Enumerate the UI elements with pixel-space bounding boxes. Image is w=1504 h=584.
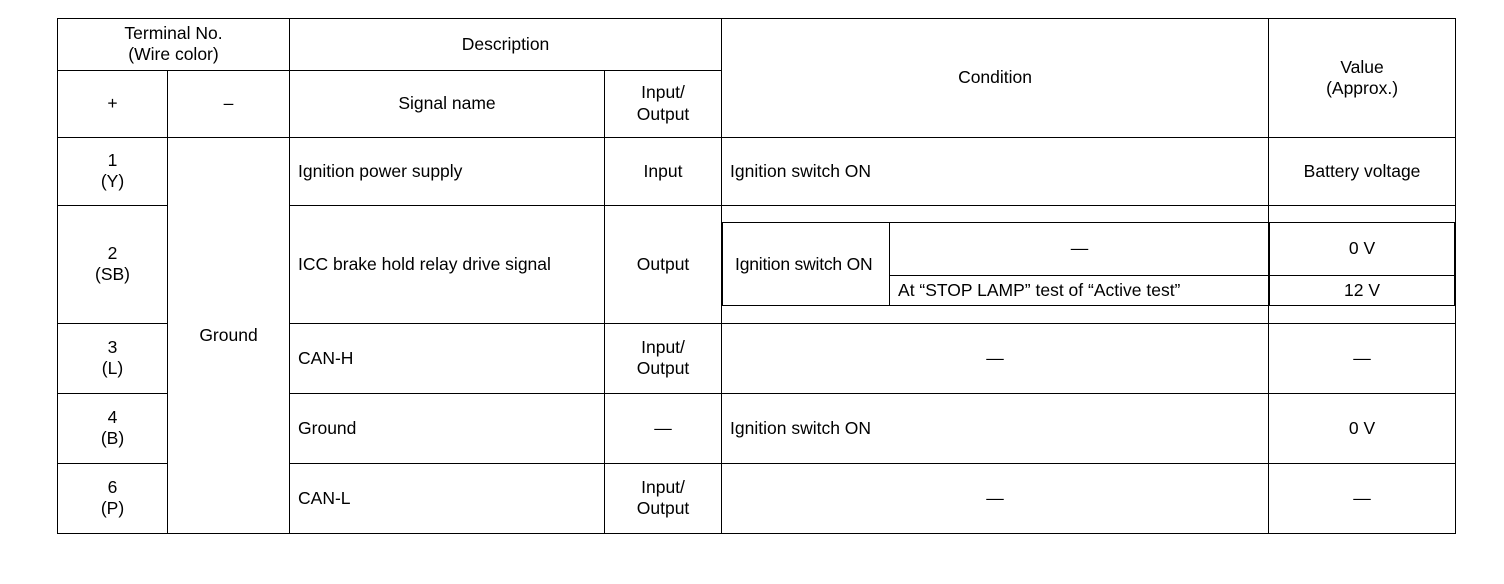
input-output-line1: Input/ <box>641 336 685 357</box>
input-output-line2: Output <box>636 358 690 379</box>
header-description: Description <box>289 18 723 71</box>
cell-input-output: Input/ Output <box>604 462 723 534</box>
value-subrow: 0 V <box>1269 222 1456 277</box>
cell-value-split: 0 V 12 V <box>1268 204 1457 324</box>
terminal-number: 1 <box>107 149 118 170</box>
terminal-wire-color: (P) <box>100 498 125 519</box>
cell-value-sub: 12 V <box>1269 275 1456 307</box>
input-output-line2: Output <box>636 498 690 519</box>
cell-condition-group: Ignition switch ON <box>722 222 891 307</box>
header-value-line2: (Approx.) <box>1326 77 1399 98</box>
value-subtable: 0 V 12 V <box>1269 222 1456 307</box>
header-value: Value (Approx.) <box>1268 18 1457 138</box>
table-row: 1 (Y) Ground Ignition power supply Input… <box>57 136 1457 534</box>
cell-condition-sub: — <box>889 222 1271 277</box>
header-terminal-no-line1: Terminal No. <box>124 23 223 43</box>
cell-input-output: Input <box>604 136 723 206</box>
table-row: 6 (P) CAN-L Input/ Output — — <box>57 462 1457 534</box>
cell-condition: — <box>721 462 1270 534</box>
header-input-output-line1: Input/ <box>641 82 685 103</box>
cell-input-output: Output <box>604 204 723 324</box>
header-signal-name: Signal name <box>289 69 606 138</box>
cell-signal-name: CAN-H <box>289 322 606 394</box>
cell-signal-name: ICC brake hold relay drive signal <box>289 204 606 324</box>
cell-condition-split: Ignition switch ON — At “STOP LAMP” test… <box>721 204 1271 324</box>
cell-terminal-no: 3 (L) <box>57 322 168 394</box>
cell-condition: Ignition switch ON <box>721 136 1270 206</box>
header-condition: Condition <box>721 18 1270 138</box>
terminal-number: 4 <box>107 406 118 427</box>
cell-condition: — <box>721 322 1270 394</box>
header-value-line1: Value <box>1340 56 1384 77</box>
input-output-line1: Input/ <box>641 476 685 497</box>
terminal-wire-color: (L) <box>101 358 124 379</box>
header-input-output: Input/ Output <box>604 69 723 138</box>
cell-terminal-no: 1 (Y) <box>57 136 168 206</box>
terminal-specification-table: Terminal No. (Wire color) Description Co… <box>56 18 1457 534</box>
cell-input-output: Input/ Output <box>604 322 723 394</box>
cell-value: Battery voltage <box>1268 136 1457 206</box>
header-terminal-no-line2: (Wire color) <box>128 44 219 65</box>
cell-condition: Ignition switch ON <box>721 392 1270 464</box>
terminal-wire-color: (B) <box>100 428 125 449</box>
condition-subrow: At “STOP LAMP” test of “Active test” <box>723 275 1271 307</box>
header-terminal-no: Terminal No. (Wire color) <box>56 18 291 71</box>
condition-subtable: Ignition switch ON — At “STOP LAMP” test… <box>722 222 1271 307</box>
table-row: 2 (SB) ICC brake hold relay drive signal… <box>57 204 1457 324</box>
table-row: 3 (L) CAN-H Input/ Output — — <box>57 322 1457 394</box>
cell-value: 0 V <box>1268 392 1457 464</box>
terminal-wire-color: (Y) <box>100 171 125 192</box>
cell-condition-sub: At “STOP LAMP” test of “Active test” <box>889 275 1271 307</box>
terminal-number: 6 <box>107 476 118 497</box>
cell-ground-common: Ground <box>166 136 291 534</box>
cell-signal-name: CAN-L <box>289 462 606 534</box>
cell-input-output: — <box>604 392 723 464</box>
header-minus: – <box>166 69 291 138</box>
cell-value: — <box>1268 322 1457 394</box>
table-row: 4 (B) Ground — Ignition switch ON 0 V <box>57 392 1457 464</box>
header-plus: + <box>57 69 168 138</box>
cell-terminal-no: 6 (P) <box>57 462 168 534</box>
terminal-number: 3 <box>107 336 118 357</box>
cell-signal-name: Ground <box>289 392 606 464</box>
header-row-secondary: + – Signal name Input/ Output <box>57 69 1456 138</box>
terminal-number: 2 <box>107 242 118 263</box>
cell-terminal-no: 4 (B) <box>57 392 168 464</box>
header-row-primary: Terminal No. (Wire color) Description Co… <box>56 18 1457 138</box>
header-input-output-line2: Output <box>636 103 690 124</box>
value-subrow: 12 V <box>1269 275 1456 307</box>
cell-value: — <box>1268 462 1457 534</box>
terminal-wire-color: (SB) <box>95 264 130 285</box>
cell-value-sub: 0 V <box>1269 222 1456 277</box>
cell-terminal-no: 2 (SB) <box>57 204 168 324</box>
condition-subrow: Ignition switch ON — <box>722 222 1271 307</box>
cell-signal-name: Ignition power supply <box>289 136 606 206</box>
